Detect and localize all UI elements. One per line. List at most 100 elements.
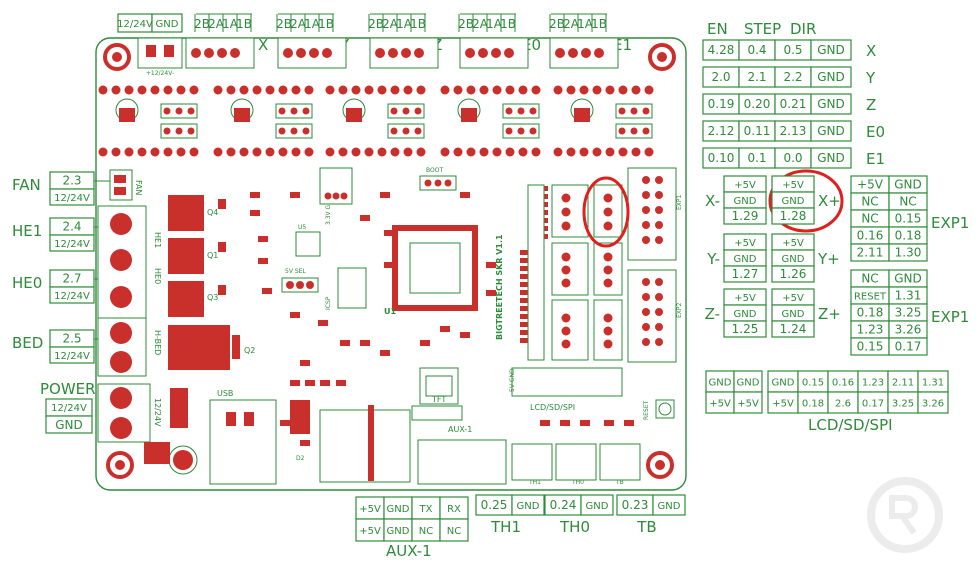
- endstop-zminus-p-cell: [723, 320, 767, 338]
- left-volt-fan-cell: [49, 188, 95, 206]
- exp1-cell-3-1: 0.18: [895, 229, 922, 243]
- left-label-fan: FAN: [12, 176, 41, 194]
- endstop-zminus-p: 1.25: [732, 322, 759, 336]
- exp1-cell-2-0: NC: [861, 212, 878, 226]
- exp2-cell-0-0: NC: [861, 272, 878, 286]
- motor-pin-label: 2B: [276, 17, 292, 31]
- endstop-yplus-p-cell: [771, 265, 815, 283]
- motor-table-en-x: 4.28: [708, 43, 735, 57]
- aux1-1-1: GND: [387, 526, 410, 537]
- motor-connector-pins: [191, 48, 604, 58]
- therm-th0-pin: 0.24: [550, 498, 577, 512]
- therm-th0-gnd: GND: [586, 501, 609, 512]
- highlight-ellipse-board: [582, 176, 630, 248]
- motor-table-dir-z: 0.21: [780, 97, 807, 111]
- power-label-gnd: GND: [55, 418, 83, 432]
- lcd-right-1-0: +5V: [772, 399, 794, 410]
- left-pin-bed: 2.5: [62, 332, 81, 346]
- endstop-zplus-p-cell: [771, 320, 815, 338]
- motor-pin-label: 1B: [591, 17, 607, 31]
- endstop-zplus-g: GND: [782, 309, 805, 320]
- motor-pin-label: 1B: [236, 17, 252, 31]
- center-misc: U5 5V SEL ICSP 3.3V GND TX0 RX0 BOOT D2 …: [281, 167, 675, 486]
- exp1-label: EXP1: [931, 214, 969, 232]
- motor-table-gnd-x-cell: [810, 39, 852, 61]
- endstop-yplus-label: Y+: [817, 250, 840, 268]
- aux1-1-2: NC: [419, 526, 433, 537]
- endstop-xminus-label: X-: [705, 192, 720, 210]
- endstop-xminus-p-cell: [723, 207, 767, 225]
- power-board-label: 12/24V: [153, 398, 162, 427]
- endstop-xminus-v: +5V: [734, 180, 756, 191]
- lcd-board-label: LCD/SD/SPI: [530, 403, 575, 412]
- motor-pin-label: 1B: [500, 17, 516, 31]
- lcd-right-1-5-cell: [917, 391, 949, 414]
- exp2-cell-2-1: 3.25: [895, 306, 922, 320]
- exp2-cell-3-1: 3.26: [895, 323, 922, 337]
- aux1-table-label: AUX-1: [386, 542, 432, 560]
- aux1-0-2: TX: [419, 504, 433, 515]
- motor-table-gnd-z: GND: [817, 97, 845, 111]
- exp1-cell-3-0: 0.16: [857, 229, 884, 243]
- endstop-zminus-label: Z-: [705, 305, 720, 323]
- left-label-he0: HE0: [12, 274, 42, 292]
- endstop-yminus-p: 1.27: [732, 267, 759, 281]
- endstop-xminus-p: 1.29: [732, 209, 759, 223]
- q4-label: Q4: [207, 208, 218, 217]
- exp1-cell-0-1: GND: [894, 178, 922, 192]
- endstop-xminus-g: GND: [734, 196, 757, 207]
- lcd-right-1-5: 3.26: [922, 399, 944, 410]
- endstop-xplus-p-cell: [771, 207, 815, 225]
- fan-connector: [109, 169, 133, 201]
- motor-table-en-y: 2.0: [711, 70, 730, 84]
- bed-board-label: H-BED: [153, 330, 162, 355]
- usb-label: USB: [217, 389, 233, 398]
- exp1-cell-1-0: NC: [861, 195, 878, 209]
- stepper-driver-sockets: [98, 85, 654, 157]
- left-pin-he1: 2.4: [62, 220, 81, 234]
- power-label-block: POWER 12/24V GND: [40, 380, 96, 434]
- lcd-left-0-0: GND: [709, 378, 732, 389]
- therm-tb-gnd-cell: [652, 494, 686, 516]
- lcd-left-1-0: +5V: [709, 399, 731, 410]
- endstop-yminus-v: +5V: [734, 238, 756, 249]
- left-volt-he1: 12/24V: [54, 239, 90, 250]
- exp2-cell-2-0: 0.18: [857, 306, 884, 320]
- therm-th1-gnd: GND: [517, 501, 540, 512]
- aux1-1-0: +5V: [359, 526, 381, 537]
- motor-table-step-e1: 0.1: [747, 151, 766, 165]
- motor-pin-label: 1B: [318, 17, 334, 31]
- aux1-0-0: +5V: [359, 504, 381, 515]
- motor-table-en-e0: 2.12: [708, 124, 735, 138]
- left-pin-fan: 2.3: [62, 174, 81, 188]
- lcd-right-0-2: 0.16: [832, 378, 854, 389]
- exp1-cell-0-0: +5V: [857, 178, 884, 192]
- motor-table-dir-e0: 2.13: [780, 124, 807, 138]
- left-volt-he0-cell: [49, 286, 95, 304]
- exp1-cell-4-1: 1.30: [895, 246, 922, 260]
- motor-table-axis-z: Z: [866, 96, 876, 114]
- therm-th0-label: TH0: [559, 518, 590, 536]
- left-volt-he1-cell: [49, 234, 95, 252]
- motor-table-step-z: 0.20: [744, 97, 771, 111]
- aux-board-label: AUX-1: [448, 425, 472, 434]
- exp2-cell-4-1-cell: [888, 337, 928, 356]
- mounting-holes: [103, 43, 676, 479]
- mcu-area: U1 BIGTREETECH SKR V1.1: [384, 225, 504, 340]
- th1-board-label: TH1: [528, 479, 541, 486]
- th0-board-label: TH0: [571, 479, 584, 486]
- top-power-label: 12/24V GND: [117, 13, 183, 33]
- motor-pin-label: 2A: [563, 17, 580, 31]
- motor-pin-table: EN STEP DIR: [707, 20, 816, 38]
- motor-pin-label: 2B: [458, 17, 474, 31]
- motor-table-gnd-y: GND: [817, 70, 845, 84]
- icsp-label: ICSP: [325, 296, 332, 310]
- motor-pin-label: 1A: [222, 17, 239, 31]
- he0-board-label: HE0: [153, 268, 162, 284]
- endstop-yplus-g: GND: [782, 254, 805, 265]
- therm-th1-gnd-cell: [511, 494, 545, 516]
- tb-board-label: TB: [615, 479, 624, 486]
- he1-board-label: HE1: [153, 232, 162, 248]
